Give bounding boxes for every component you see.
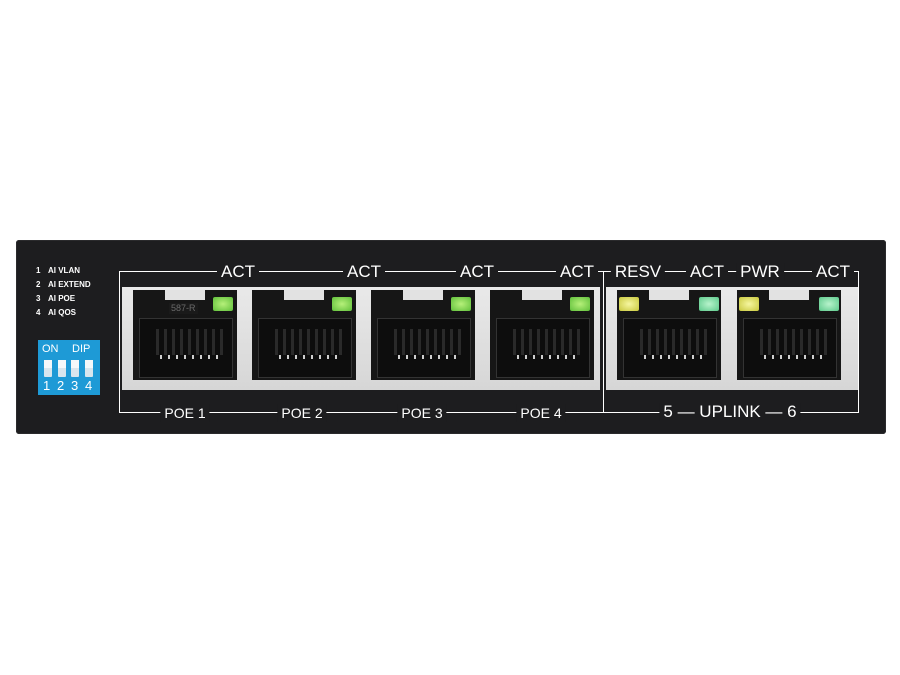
act-label: ACT	[812, 263, 854, 281]
frame-left-line	[119, 271, 120, 413]
port-marking: 587-R	[169, 303, 198, 314]
act-led	[699, 297, 719, 311]
pwr-led	[739, 297, 759, 311]
dip-on-label: ON	[42, 343, 59, 355]
act-label: ACT	[343, 263, 385, 281]
act-label: ACT	[556, 263, 598, 281]
poe-4-label: POE 4	[516, 404, 566, 422]
dip-number: 1	[43, 378, 51, 393]
uplink-label: 5 — UPLINK — 6	[659, 403, 801, 421]
frame-divider-line	[603, 271, 604, 413]
poe-2-label: POE 2	[277, 404, 327, 422]
resv-led	[619, 297, 639, 311]
dip-switch[interactable]: ON DIP 1 2 3 4	[38, 340, 100, 395]
dip-toggle-1[interactable]	[44, 360, 52, 377]
poe-port-1[interactable]: 587-R	[133, 290, 237, 380]
dip-number: 2	[57, 378, 65, 393]
act-label: ACT	[456, 263, 498, 281]
act-led	[213, 297, 233, 311]
act-led	[451, 297, 471, 311]
dip-number: 3	[71, 378, 79, 393]
act-label: ACT	[686, 263, 728, 281]
poe-port-4[interactable]	[490, 290, 594, 380]
dip-label: DIP	[72, 343, 91, 355]
act-led	[570, 297, 590, 311]
poe-1-label: POE 1	[160, 404, 210, 422]
poe-port-2[interactable]	[252, 290, 356, 380]
frame-right-line	[858, 271, 859, 413]
uplink-port-5[interactable]	[617, 290, 721, 380]
uplink-port-6[interactable]	[737, 290, 841, 380]
act-led	[332, 297, 352, 311]
poe-3-label: POE 3	[397, 404, 447, 422]
dip-toggle-3[interactable]	[71, 360, 79, 377]
frame-bottom-line	[119, 412, 859, 413]
dip-toggle-2[interactable]	[58, 360, 66, 377]
act-led	[819, 297, 839, 311]
pwr-label: PWR	[736, 263, 784, 281]
dip-number: 4	[85, 378, 93, 393]
poe-port-3[interactable]	[371, 290, 475, 380]
resv-label: RESV	[610, 263, 666, 281]
act-label: ACT	[217, 263, 259, 281]
dip-toggle-4[interactable]	[85, 360, 93, 377]
